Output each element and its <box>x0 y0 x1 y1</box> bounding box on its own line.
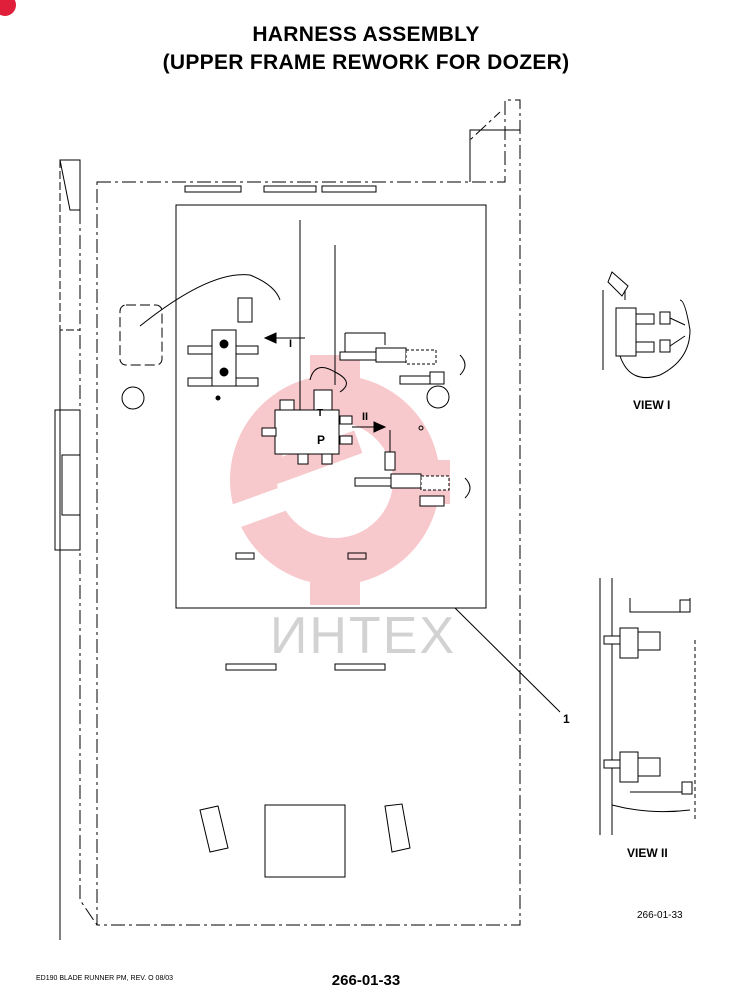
view-1-detail <box>602 271 691 379</box>
footer-revision: ED190 BLADE RUNNER PM, REV. O 08/03 <box>36 975 174 982</box>
frame-top-right <box>469 129 520 180</box>
footer-page-number: 266-01-33 <box>331 972 401 989</box>
callout-1-label: 1 <box>563 712 570 726</box>
side-bracket <box>54 409 81 551</box>
title-line-1: HARNESS ASSEMBLY <box>252 23 480 46</box>
title-line-2: (UPPER FRAME REWORK FOR DOZER) <box>162 51 570 74</box>
port-p-label: P <box>317 433 326 447</box>
left-valve-cluster <box>187 297 259 401</box>
left-box <box>119 304 163 366</box>
frame-edge-left <box>59 160 80 331</box>
view-2-detail <box>599 578 696 835</box>
top-slots <box>184 185 386 671</box>
right-hole <box>426 385 450 409</box>
frame-corner-left <box>59 159 81 211</box>
right-upper-valves <box>339 332 466 385</box>
view-1-arrow-label: I <box>289 338 293 350</box>
port-t-label: T <box>317 408 324 419</box>
side-bracket-inner <box>61 454 81 516</box>
right-lower-valves <box>354 430 471 507</box>
callout-leader <box>454 607 561 713</box>
corner-marker <box>0 0 16 16</box>
view-2-label: VIEW II <box>627 846 668 860</box>
main-valve-block <box>261 367 353 465</box>
figure-number: 266-01-33 <box>637 910 683 921</box>
harness-cable <box>139 274 281 327</box>
view-1-label: VIEW I <box>633 398 671 412</box>
watermark-text: ИНТЕХ <box>270 607 457 665</box>
clips <box>235 425 424 560</box>
left-hole <box>121 386 145 410</box>
view-2-arrow-label: II <box>362 411 369 423</box>
view-arrows <box>263 332 387 433</box>
cab-outline <box>175 204 487 609</box>
seat-area <box>199 803 411 878</box>
